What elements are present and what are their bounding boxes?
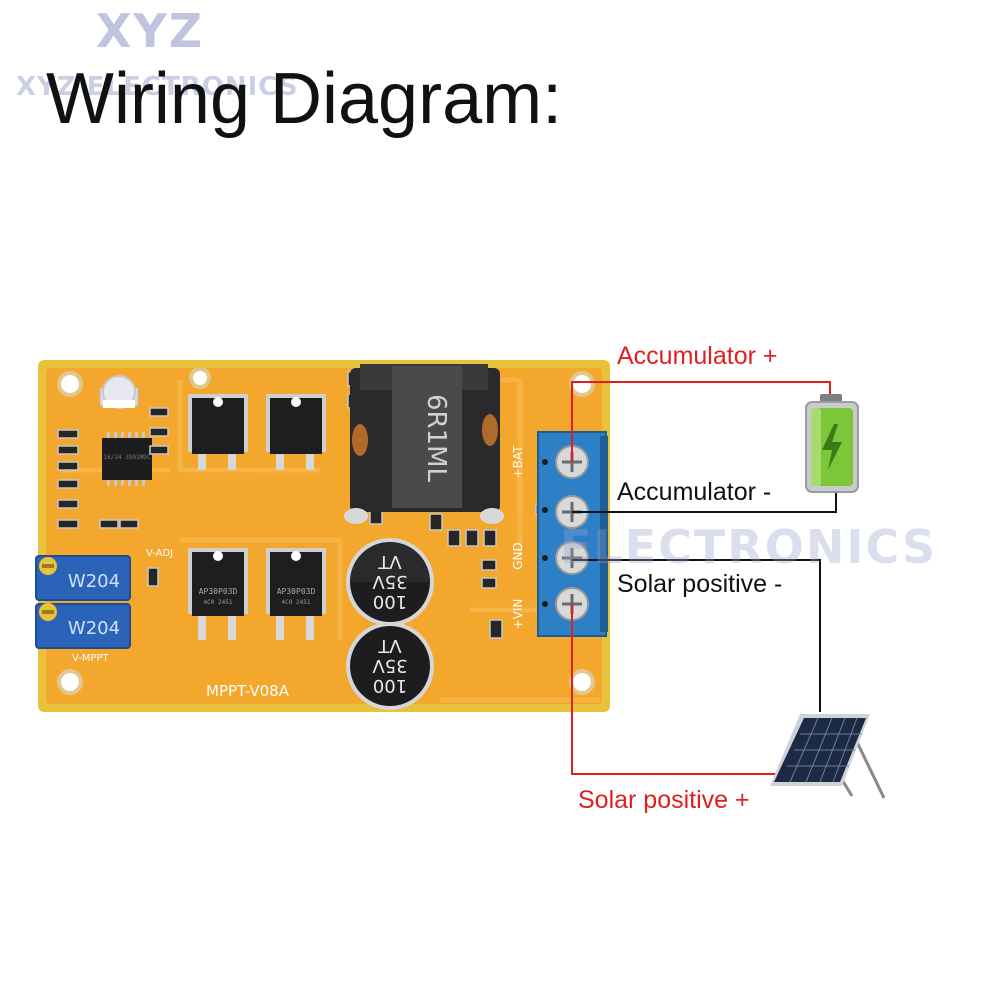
mosfet-bottom-2: AP30P03D 4C0 2451 xyxy=(266,548,326,640)
label-solar-positive: Solar positive + xyxy=(578,786,750,814)
watermark-middle: ELECTRONICS xyxy=(560,520,938,574)
board-name: MPPT-V08A xyxy=(206,682,290,700)
label-accumulator-positive: Accumulator + xyxy=(617,342,778,370)
led xyxy=(99,375,139,409)
capacitor-2: 100 35V VT xyxy=(346,622,434,710)
mosfet-top-1 xyxy=(188,394,248,470)
terminal-label-bat: +BAT xyxy=(511,445,525,479)
cap-series: VT xyxy=(377,635,401,656)
inductor: 6R1ML xyxy=(344,364,504,524)
label-accumulator-negative: Accumulator - xyxy=(617,478,772,506)
mosfet-code: 4C0 2451 xyxy=(204,599,233,606)
mosfet-marking: AP30P03D xyxy=(199,587,238,596)
pcb-board: 16/24 3S01MDC xyxy=(35,360,610,712)
solar-panel-icon xyxy=(770,714,886,799)
inductor-marking: 6R1ML xyxy=(421,394,451,483)
wire-solar-negative xyxy=(572,559,821,712)
trimpot-v-mppt[interactable]: W204 xyxy=(35,603,131,649)
terminal-block xyxy=(537,431,608,637)
trimpot-v-adj[interactable]: W204 xyxy=(35,555,131,601)
capacitor-1: 100 35V VT xyxy=(346,538,434,626)
trimpot-label: W204 xyxy=(68,571,120,592)
screw-terminal-gnd[interactable] xyxy=(555,541,589,575)
cap-value: 100 xyxy=(373,675,407,696)
chip-marking: 16/24 3S01MDC xyxy=(104,454,151,461)
battery-icon xyxy=(805,394,859,493)
trimpot-label: W204 xyxy=(68,618,120,639)
cap-value: 100 xyxy=(373,591,407,612)
watermark-subtext: XYZ ELECTRONICS xyxy=(16,72,299,102)
wire-accumulator-negative xyxy=(572,492,837,513)
mosfet-top-2 xyxy=(266,394,326,470)
mosfet-bottom-1: AP30P03D 4C0 2451 xyxy=(188,548,248,640)
terminal-label-gnd: GND xyxy=(511,542,525,570)
wire-solar-positive xyxy=(571,604,782,775)
label-solar-negative: Solar positive - xyxy=(617,570,783,598)
controller-chip: 16/24 3S01MDC xyxy=(102,432,152,486)
cap-series: VT xyxy=(377,551,401,572)
watermark-logo: XYZ xyxy=(96,4,205,58)
cap-voltage: 35V xyxy=(372,655,408,676)
wire-accumulator-positive xyxy=(571,381,831,462)
page-title: Wiring Diagram: xyxy=(46,59,563,139)
v-adj-silkscreen: V-ADJ xyxy=(146,548,173,559)
mosfet-code: 4C0 2451 xyxy=(282,599,311,606)
cap-voltage: 35V xyxy=(372,571,408,592)
mosfet-marking: AP30P03D xyxy=(277,587,316,596)
v-mppt-silkscreen: V-MPPT xyxy=(72,653,110,664)
terminal-label-vin: +VIN xyxy=(511,599,525,630)
